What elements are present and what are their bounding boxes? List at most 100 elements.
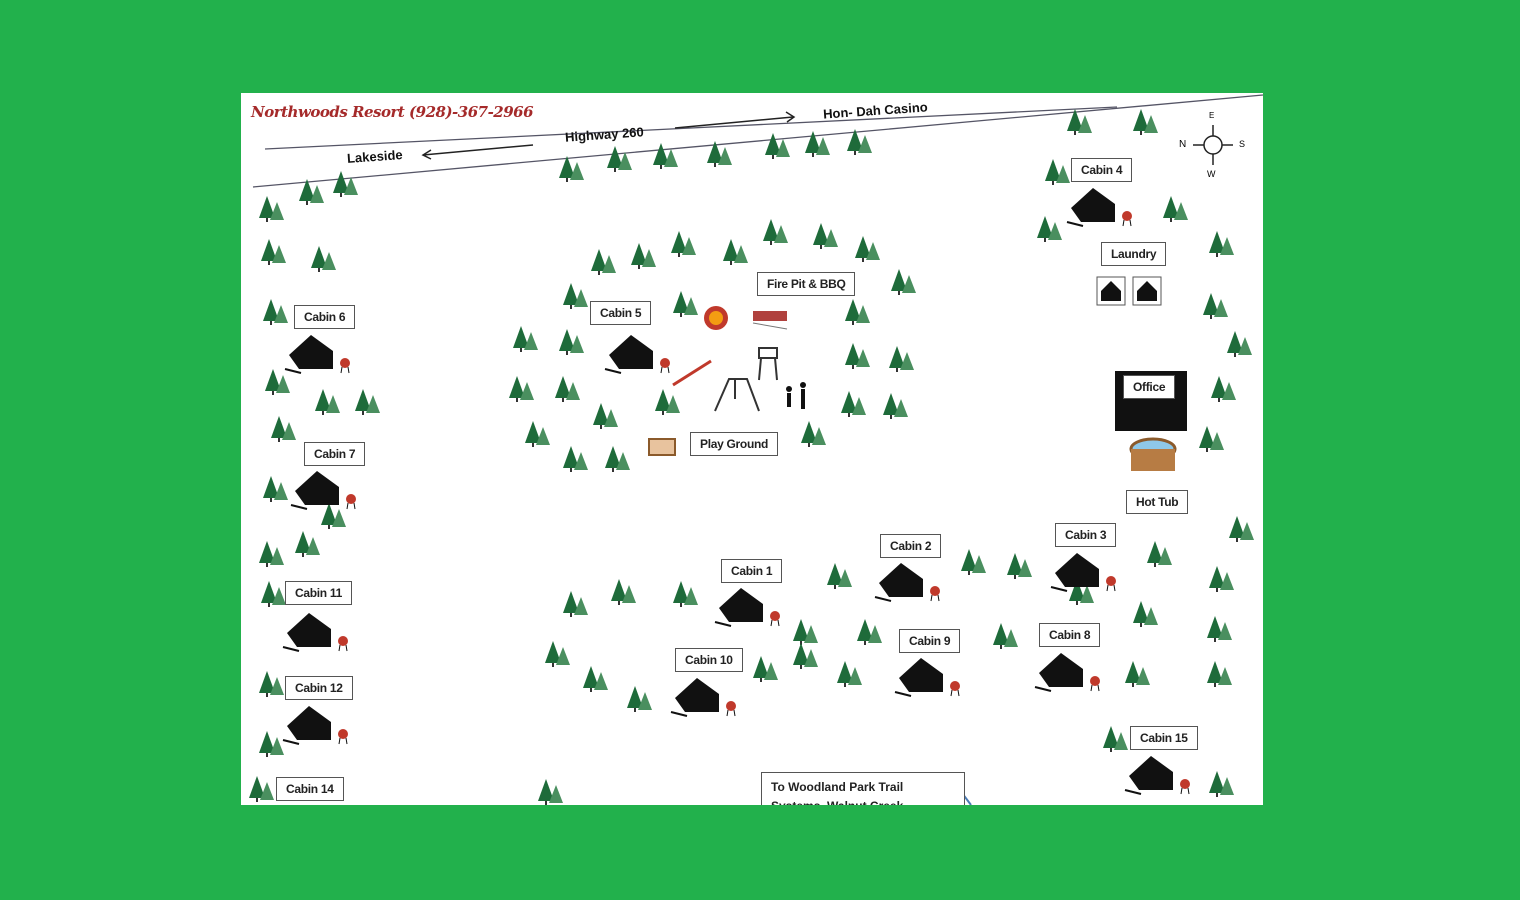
tree-icon: [259, 731, 284, 757]
hot-tub-icon: [1129, 437, 1177, 471]
tree-icon: [655, 389, 680, 415]
cabin-8-label[interactable]: Cabin 8: [1039, 623, 1101, 647]
cabin-icon[interactable]: [282, 706, 348, 745]
tree-icon: [1067, 109, 1092, 135]
cabin-15-label[interactable]: Cabin 15: [1130, 726, 1198, 750]
tree-icon: [1103, 726, 1128, 752]
people-icon: [786, 382, 806, 409]
cabin-icon[interactable]: [284, 335, 350, 374]
compass-s: S: [1239, 139, 1246, 149]
fire-pit-icon: [704, 306, 728, 330]
cabin-3-label[interactable]: Cabin 3: [1055, 523, 1117, 547]
tree-icon: [545, 641, 570, 667]
grill-icon: [930, 586, 940, 596]
cabin-icon[interactable]: [290, 471, 356, 510]
grill-icon: [338, 729, 348, 739]
tree-icon: [1227, 331, 1252, 357]
cabin-12-label[interactable]: Cabin 12: [285, 676, 353, 700]
tree-icon: [653, 143, 678, 169]
tree-icon: [1209, 771, 1234, 797]
cabin-4-label[interactable]: Cabin 4: [1071, 158, 1133, 182]
cabin-1-label[interactable]: Cabin 1: [721, 559, 783, 583]
tree-icon: [1133, 109, 1158, 135]
tree-icon: [827, 563, 852, 589]
cabin-9-label[interactable]: Cabin 9: [899, 629, 961, 653]
trees: [249, 109, 1254, 805]
tree-icon: [855, 236, 880, 262]
cabin-icon[interactable]: [1124, 756, 1190, 795]
cabin-6-label[interactable]: Cabin 6: [294, 305, 356, 329]
cabin-14-label[interactable]: Cabin 14: [276, 777, 344, 801]
cabin-5-label[interactable]: Cabin 5: [590, 301, 652, 325]
tree-icon: [513, 326, 538, 352]
tree-icon: [263, 299, 288, 325]
cabin-7-label[interactable]: Cabin 7: [304, 442, 366, 466]
hot-tub-label[interactable]: Hot Tub: [1126, 490, 1189, 514]
tree-icon: [1199, 426, 1224, 452]
tree-icon: [261, 581, 286, 607]
tree-icon: [671, 231, 696, 257]
arrow-west: [421, 144, 534, 160]
tree-icon: [259, 196, 284, 222]
cabin-icon[interactable]: [604, 335, 670, 374]
grill-icon: [338, 636, 348, 646]
cabin-10-label[interactable]: Cabin 10: [675, 648, 743, 672]
tower-icon: [758, 347, 778, 381]
trail-sign[interactable]: To Woodland Park Trail Systems, Walnut C…: [761, 772, 965, 805]
cabin-11-label[interactable]: Cabin 11: [285, 581, 352, 605]
tree-icon: [753, 656, 778, 682]
seesaw-icon: [672, 359, 712, 387]
office-label[interactable]: Office: [1123, 375, 1176, 399]
tree-icon: [1207, 616, 1232, 642]
cabin-icon[interactable]: [894, 658, 960, 697]
tree-icon: [1045, 159, 1070, 185]
tree-icon: [591, 249, 616, 275]
cabin-icon[interactable]: [670, 678, 736, 717]
grill-icon: [346, 494, 356, 504]
grill-icon: [950, 681, 960, 691]
map-drawing: [249, 94, 1263, 805]
tree-icon: [845, 343, 870, 369]
grill-icon: [1106, 576, 1116, 586]
cabin-icon[interactable]: [714, 588, 780, 627]
office-building[interactable]: Office: [1115, 371, 1187, 431]
tree-icon: [805, 131, 830, 157]
grill-icon: [770, 611, 780, 621]
tree-icon: [559, 329, 584, 355]
tree-icon: [249, 776, 274, 802]
tree-icon: [631, 243, 656, 269]
cabin-icon[interactable]: [874, 563, 940, 602]
tree-icon: [891, 269, 916, 295]
tree-icon: [1229, 516, 1254, 542]
highway-north-edge: [264, 106, 1118, 150]
tree-icon: [509, 376, 534, 402]
laundry-icon: [1096, 276, 1162, 306]
tree-icon: [1147, 541, 1172, 567]
sandbox-icon: [648, 438, 676, 456]
cabin-icon[interactable]: [1066, 188, 1132, 227]
map-title: Northwoods Resort (928)-367-2966: [251, 103, 534, 121]
highway-south-edge: [252, 94, 1263, 188]
tree-icon: [355, 389, 380, 415]
grill-icon: [660, 358, 670, 368]
tree-icon: [889, 346, 914, 372]
tree-icon: [763, 219, 788, 245]
tree-icon: [793, 643, 818, 669]
fire-pit-label[interactable]: Fire Pit & BBQ: [757, 272, 856, 296]
tree-icon: [583, 666, 608, 692]
cabin-icon[interactable]: [282, 613, 348, 652]
tree-icon: [265, 369, 290, 395]
laundry-label[interactable]: Laundry: [1101, 242, 1167, 266]
cabin-icon[interactable]: [1050, 553, 1116, 592]
tree-icon: [707, 141, 732, 167]
tree-icon: [847, 129, 872, 155]
tree-icon: [605, 446, 630, 472]
tree-icon: [883, 393, 908, 419]
tree-icon: [563, 446, 588, 472]
playground-label[interactable]: Play Ground: [690, 432, 779, 456]
tree-icon: [837, 661, 862, 687]
tree-icon: [857, 619, 882, 645]
tree-icon: [673, 291, 698, 317]
cabin-icon[interactable]: [1034, 653, 1100, 692]
cabin-2-label[interactable]: Cabin 2: [880, 534, 942, 558]
